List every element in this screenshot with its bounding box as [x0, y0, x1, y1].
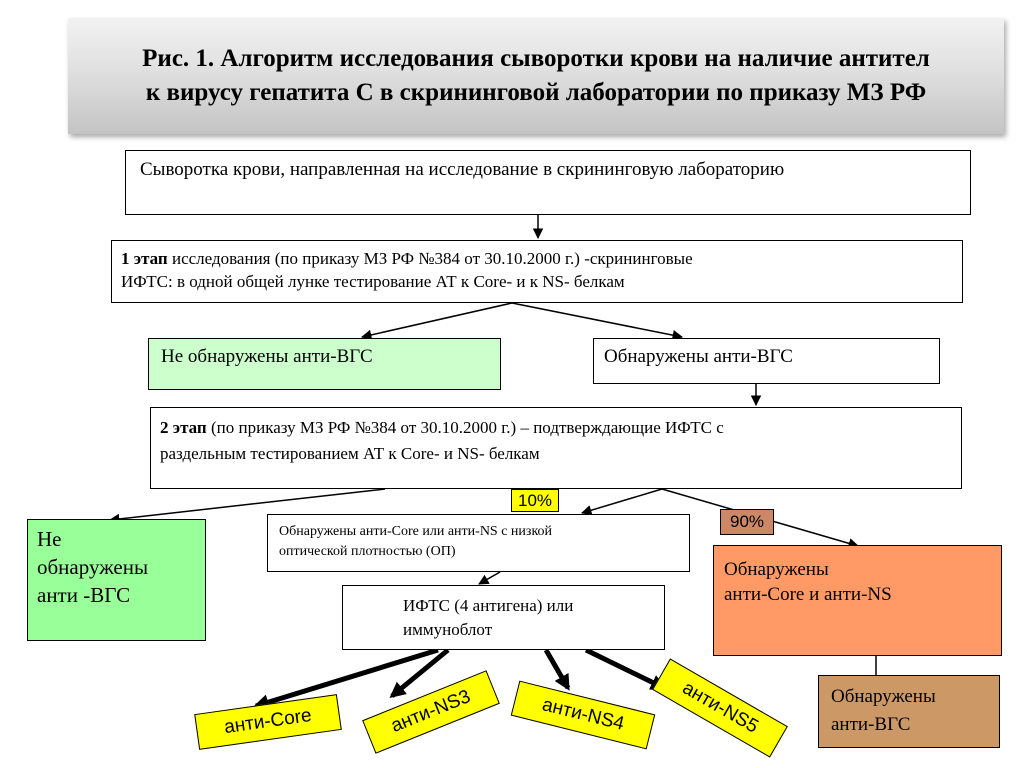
arrow-stage1-to-notdetected [360, 302, 513, 341]
stage1-box: 1 этап исследования (по приказу МЗ РФ №3… [111, 240, 963, 303]
low-od-box: Обнаружены анти-Core или анти-NS с низко… [267, 514, 690, 572]
arrow-stage1-to-detected [511, 302, 684, 341]
low-od-line-1: Обнаружены анти-Core или анти-NS с низко… [279, 524, 553, 539]
arrow-ifts-to-ns4 [543, 648, 571, 691]
detected-1-text: Обнаружены анти-ВГС [604, 346, 793, 367]
percent-90-badge: 90% [720, 509, 774, 535]
detected-1-box: Обнаружены анти-ВГС [593, 338, 940, 384]
detected-final-line-1: Обнаружены [831, 686, 936, 707]
ifts-line-2: иммуноблот [403, 620, 493, 639]
not-detected-2-line-3: анти -ВГС [37, 583, 131, 607]
not-detected-1-text: Не обнаружены анти-ВГС [161, 346, 373, 367]
arrow-ifts-to-ns3 [389, 648, 450, 699]
stage1-text-1: исследования (по приказу МЗ РФ №384 от 3… [167, 249, 693, 268]
page-title: Рис. 1. Алгоритм исследования сыворотки … [68, 18, 1004, 134]
not-detected-2-line-1: Не [37, 527, 62, 551]
not-detected-1-box: Не обнаружены анти-ВГС [148, 338, 501, 390]
stage1-label: 1 этап [121, 249, 168, 268]
stage1-line-1: 1 этап исследования (по приказу МЗ РФ №3… [121, 247, 953, 270]
title-line-1: Рис. 1. Алгоритм исследования сыворотки … [142, 45, 930, 72]
stage2-line-2: раздельным тестированием АТ к Core- и NS… [160, 444, 540, 463]
title-line-2: к вирусу гепатита С в скрининговой лабор… [145, 79, 927, 106]
not-detected-2-line-2: обнаружены [37, 555, 149, 579]
stage2-box: 2 этап (по приказу МЗ РФ №384 от 30.10.2… [150, 407, 962, 489]
stage1-line-2: ИФТС: в одной общей лунке тестирование А… [121, 272, 625, 291]
detected-core-ns-box: Обнаружены анти-Core и анти-NS [713, 545, 1002, 656]
low-od-line-2: оптической плотностью (ОП) [279, 544, 456, 559]
detected-core-ns-line-2: анти-Core и анти-NS [724, 584, 892, 605]
arrow-ifts-to-ns5 [584, 647, 667, 691]
stage2-text-1: (по приказу МЗ РФ №384 от 30.10.2000 г.)… [206, 418, 724, 437]
ifts-line-1: ИФТС (4 антигена) или [403, 596, 574, 615]
stage2-line-1: 2 этап (по приказу МЗ РФ №384 от 30.10.2… [160, 415, 952, 441]
arrow-stage2-to-lowod [580, 488, 663, 516]
detected-core-ns-line-1: Обнаружены [724, 559, 829, 580]
ifts-box: ИФТС (4 антигена) или иммуноблот [342, 585, 665, 650]
stage2-label: 2 этап [160, 418, 207, 437]
not-detected-2-box: Не обнаружены анти -ВГС [27, 519, 206, 641]
arrow-stage2-to-notdetected [108, 488, 386, 525]
arrow-lowod-to-ifts [478, 571, 501, 585]
serum-text: Сыворотка крови, направленная на исследо… [140, 159, 785, 180]
arrow-ifts-to-core [252, 647, 439, 710]
percent-10-badge: 10% [511, 489, 559, 512]
serum-box: Сыворотка крови, направленная на исследо… [125, 150, 971, 215]
detected-final-box: Обнаружены анти-ВГС [818, 675, 1000, 748]
detected-final-line-2: анти-ВГС [831, 714, 911, 735]
